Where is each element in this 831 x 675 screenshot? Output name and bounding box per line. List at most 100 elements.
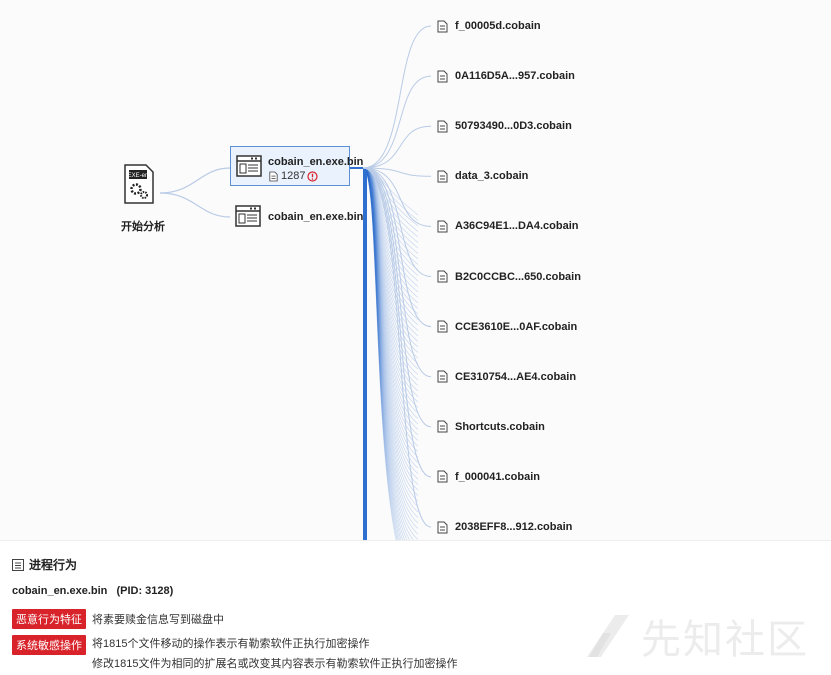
process-graph[interactable]: EXE-en 开始分析 cobain_en.exe.bin 1287	[0, 0, 831, 540]
edge-bundle	[362, 167, 411, 540]
edge-bundle	[362, 167, 419, 485]
watermark-logo-icon	[587, 615, 629, 657]
file-name: Shortcuts.cobain	[455, 420, 545, 433]
edge-bundle	[362, 167, 419, 326]
edge-bundle	[362, 167, 404, 540]
file-icon	[437, 521, 448, 533]
behavior-row: 恶意行为特征 将素要赎金信息写到磁盘中	[12, 609, 224, 629]
file-node[interactable]: 0A116D5A...957.cobain	[437, 68, 575, 84]
process-behavior-panel: 进程行为 cobain_en.exe.bin (PID: 3128) 恶意行为特…	[0, 540, 831, 675]
edge-bundle	[362, 167, 419, 309]
file-icon	[437, 120, 448, 133]
edge-bundle	[362, 167, 419, 463]
file-name: f_000041.cobain	[455, 470, 540, 483]
process-node-other[interactable]: cobain_en.exe.bin	[230, 202, 363, 232]
panel-title: 进程行为	[29, 558, 78, 572]
edge-bundle-trunk	[363, 168, 367, 540]
edge-bundle	[362, 167, 419, 293]
edge-bundle	[362, 167, 419, 386]
edge-bundle	[362, 167, 419, 359]
process-pid: (PID: 3128)	[116, 585, 174, 597]
file-name: A36C94E1...DA4.cobain	[455, 220, 579, 233]
edge-file	[362, 167, 432, 277]
process-name: cobain_en.exe.bin	[268, 211, 364, 223]
file-node[interactable]: Shortcuts.cobain	[437, 419, 545, 435]
edge-bundle	[362, 167, 419, 282]
file-node[interactable]: 50793490...0D3.cobain	[437, 118, 572, 134]
process-name: cobain_en.exe.bin	[268, 156, 364, 168]
edge-bundle	[362, 167, 419, 276]
file-node[interactable]: 2038EFF8...912.cobain	[437, 519, 572, 535]
edge-bundle	[362, 167, 419, 320]
file-node[interactable]: f_000041.cobain	[437, 469, 540, 485]
behavior-tag: 恶意行为特征	[12, 609, 86, 629]
file-icon	[437, 270, 448, 283]
file-node[interactable]: CCE3610E...0AF.cobain	[437, 319, 577, 335]
edge-bundle	[362, 167, 419, 364]
file-name: 2038EFF8...912.cobain	[455, 521, 573, 533]
behavior-text: 修改1815文件为相同的扩展名或改变其内容表示有勒索软件正执行加密操作	[92, 658, 458, 670]
behavior-row: 系统敏感操作 将1815个文件移动的操作表示有勒索软件正执行加密操作 修改181…	[12, 635, 457, 671]
file-node[interactable]: data_3.cobain	[437, 168, 528, 184]
behavior-tag: 系统敏感操作	[12, 635, 86, 655]
edge-file	[362, 25, 432, 169]
edge-bundle	[362, 167, 419, 518]
edge-bundle	[362, 167, 419, 337]
edge-bundle	[362, 167, 419, 452]
edge-bundle	[362, 167, 419, 381]
window-app-icon	[236, 155, 262, 177]
edge-bundle	[362, 167, 419, 469]
edge-bundle	[362, 167, 398, 540]
edge-root-process	[159, 192, 231, 218]
edge-file	[362, 167, 432, 328]
exe-file-gear-icon: EXE-en	[124, 164, 154, 204]
file-icon	[437, 470, 448, 483]
window-app-icon	[235, 205, 261, 227]
edge-bundle	[362, 167, 419, 353]
edge-bundle	[362, 167, 419, 540]
file-name: f_00005d.cobain	[455, 20, 541, 32]
edge-bundle	[362, 167, 419, 441]
root-node[interactable]: EXE-en 开始分析	[115, 162, 165, 233]
edge-bundle	[362, 167, 419, 298]
edge-file	[362, 167, 432, 428]
file-name: 50793490...0D3.cobain	[455, 120, 572, 133]
edge-file	[362, 167, 432, 478]
exe-icon-text: EXE-en	[128, 173, 149, 179]
watermark-text: 先知社区	[641, 617, 809, 663]
file-icon	[437, 20, 448, 32]
watermark: 先知社区	[585, 607, 809, 665]
edge-bundle	[362, 167, 419, 524]
file-node[interactable]: f_00005d.cobain	[437, 18, 541, 34]
edge-bundle	[362, 167, 399, 540]
edge-bundle	[362, 167, 415, 540]
file-icon	[437, 170, 448, 183]
edge-file	[362, 167, 432, 528]
process-name: cobain_en.exe.bin	[12, 585, 108, 597]
edge-bundle	[362, 167, 419, 408]
edge-bundle	[362, 167, 419, 414]
edge-bundle	[362, 167, 419, 430]
file-icon	[437, 370, 448, 383]
file-node[interactable]: A36C94E1...DA4.cobain	[437, 218, 579, 234]
edge-file	[362, 167, 432, 378]
process-node-selected[interactable]: cobain_en.exe.bin 1287	[230, 146, 363, 186]
file-node[interactable]: B2C0CCBC...650.cobain	[437, 269, 581, 285]
behavior-text: 将素要赎金信息写到磁盘中	[92, 614, 224, 626]
edge-bundle	[362, 167, 419, 304]
edge-bundle	[362, 167, 419, 447]
edge-bundle	[362, 167, 419, 507]
edge-bundle	[362, 167, 419, 529]
edge-bundle	[362, 167, 419, 331]
file-icon	[437, 420, 448, 433]
edge-bundle	[362, 167, 419, 425]
file-name: B2C0CCBC...650.cobain	[455, 270, 581, 283]
edge-bundle	[362, 167, 419, 419]
graph-edges	[159, 25, 432, 540]
file-icon	[437, 220, 448, 233]
file-icon	[437, 320, 448, 333]
edge-bundle	[362, 167, 419, 474]
file-node[interactable]: CE310754...AE4.cobain	[437, 369, 576, 385]
edge-bundle	[362, 167, 419, 513]
edge-file	[362, 167, 432, 227]
